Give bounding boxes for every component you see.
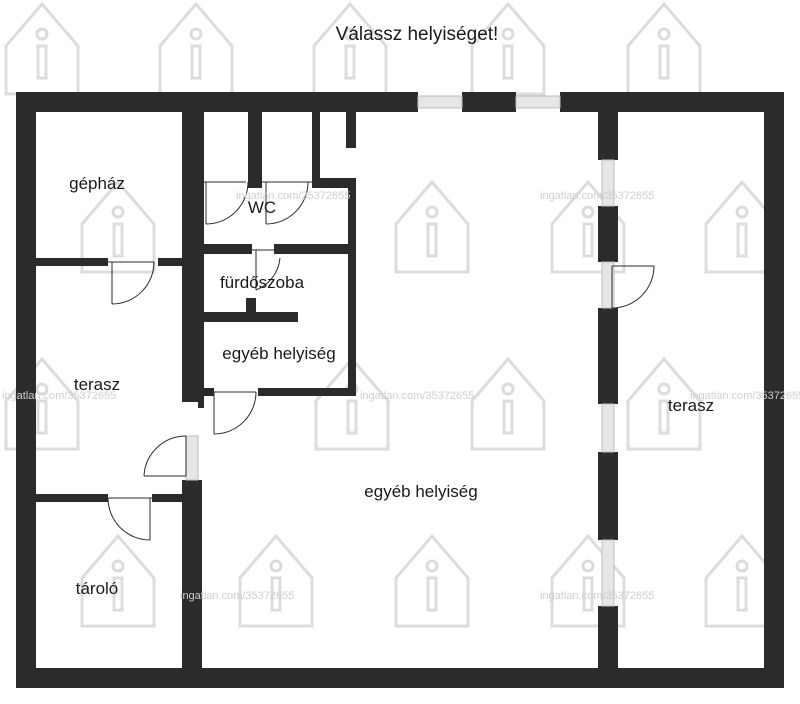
watermark-text: ingatlan.com/35372655 (2, 390, 116, 402)
door (252, 249, 281, 291)
room-label-terasz-right: terasz (668, 396, 714, 415)
info-house-icon (470, 2, 546, 96)
watermark-text: ingatlan.com/35372655 (690, 390, 800, 402)
info-house-icon (626, 2, 702, 96)
room-label-gephaz: gépház (69, 174, 125, 193)
window (515, 95, 561, 109)
room-label-tarolo: tároló (76, 579, 119, 598)
door (204, 181, 249, 225)
door (108, 261, 155, 305)
page-title: Válassz helyiséget! (335, 24, 499, 45)
info-house-icon (238, 534, 314, 628)
window (601, 261, 615, 309)
walls (16, 92, 784, 688)
windows (185, 95, 615, 607)
door (107, 497, 152, 541)
watermark-text: ingatlan.com/35372655 (180, 590, 294, 602)
room-label-egyeb-main: egyéb helyiség (364, 482, 477, 501)
window (601, 539, 615, 607)
info-house-icon (158, 2, 234, 96)
window (601, 159, 615, 207)
watermark-text: ingatlan.com/35372655 (540, 190, 654, 202)
door (611, 265, 655, 309)
room-label-egyeb-small: egyéb helyiség (222, 344, 335, 363)
room-label-wc: WC (248, 198, 276, 217)
door (213, 391, 257, 435)
room-label-furdoszoba: fürdőszoba (220, 273, 305, 292)
info-house-icon (312, 2, 388, 96)
door (143, 435, 187, 477)
room-label-terasz-left: terasz (74, 375, 120, 394)
watermark-text: ingatlan.com/35372655 (236, 190, 350, 202)
window (417, 95, 463, 109)
window (601, 403, 615, 453)
doors (107, 181, 655, 541)
watermark-text: ingatlan.com/35372655 (540, 590, 654, 602)
watermark-text: ingatlan.com/35372655 (360, 390, 474, 402)
info-house-icon (4, 2, 80, 96)
door (262, 181, 312, 225)
room-labels: gépház WC fürdőszoba egyéb helyiség tera… (69, 174, 714, 598)
watermark-texts: ingatlan.com/35372655 ingatlan.com/35372… (2, 190, 800, 602)
window (185, 435, 199, 481)
